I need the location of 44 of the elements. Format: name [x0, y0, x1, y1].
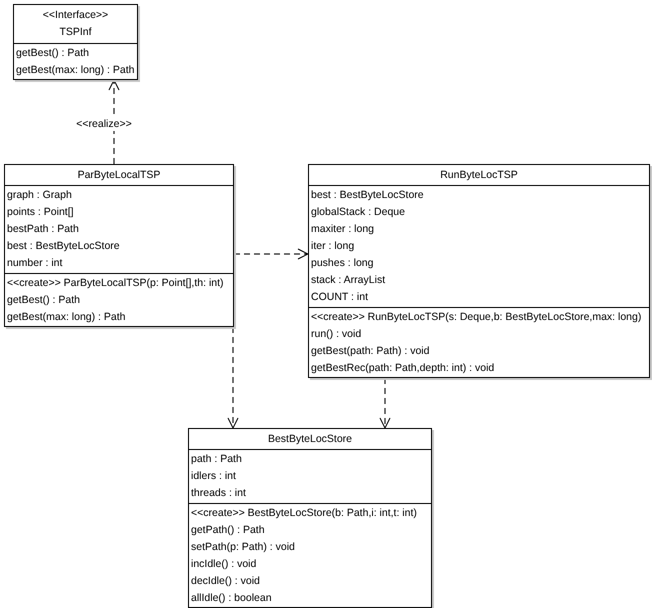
dashed-arrow — [234, 248, 308, 260]
method-text: getBest(path: Path) : void — [310, 344, 430, 359]
attribute-text: idlers : int — [190, 469, 237, 484]
method-text: <<create>> BestByteLocStore(b: Path,i: int,t: int) — [190, 506, 418, 521]
attribute-text: path : Path — [190, 452, 243, 467]
attribute-text: iter : long — [310, 239, 356, 254]
class-name: BestByteLocStore — [266, 432, 354, 447]
method-text: decIdle() : void — [190, 574, 261, 589]
method-text: getBest(max: long) : Path — [6, 310, 126, 325]
dashed-arrow — [380, 378, 390, 428]
method-text: <<create>> RunByteLocTSP(s: Deque,b: BestByteLocStore,max: long) — [310, 310, 642, 325]
attribute-text: maxiter : long — [310, 222, 376, 237]
class-name: TSPInf — [58, 25, 93, 40]
attribute-text: points : Point[] — [6, 205, 75, 220]
class-name: RunByteLocTSP — [439, 168, 519, 183]
attribute-text: pushes : long — [310, 256, 374, 271]
attribute-text: best : BestByteLocStore — [310, 188, 425, 203]
stereotype-label: <<Interface>> — [42, 8, 110, 23]
method-text: getBestRec(path: Path,depth: int) : void — [310, 361, 496, 376]
attribute-text: threads : int — [190, 486, 247, 501]
attribute-text: number : int — [6, 256, 64, 271]
class-box — [13, 4, 138, 80]
method-text: setPath(p: Path) : void — [190, 540, 296, 555]
method-text: incIdle() : void — [190, 557, 258, 572]
attribute-text: stack : ArrayList — [310, 273, 386, 288]
method-text: allIdle() : boolean — [190, 591, 273, 606]
method-text: run() : void — [310, 327, 362, 342]
method-text: getBest() : Path — [15, 46, 90, 61]
attribute-text: globalStack : Deque — [310, 205, 406, 220]
attribute-text: COUNT : int — [310, 290, 369, 305]
class-name: ParByteLocalTSP — [76, 168, 162, 183]
edge-label: <<realize>> — [75, 117, 133, 131]
class-box — [188, 428, 432, 608]
method-text: <<create>> ParByteLocalTSP(p: Point[],th: int) — [6, 276, 225, 291]
method-text: getBest(max: long) : Path — [15, 63, 136, 78]
attribute-text: bestPath : Path — [6, 222, 80, 237]
method-text: getBest() : Path — [6, 293, 81, 308]
class-box — [308, 164, 650, 378]
method-text: getPath() : Path — [190, 523, 266, 538]
dashed-arrow — [108, 80, 120, 164]
attribute-text: best : BestByteLocStore — [6, 239, 121, 254]
dashed-arrow — [228, 326, 238, 428]
class-box — [4, 164, 234, 327]
attribute-text: graph : Graph — [6, 188, 73, 203]
